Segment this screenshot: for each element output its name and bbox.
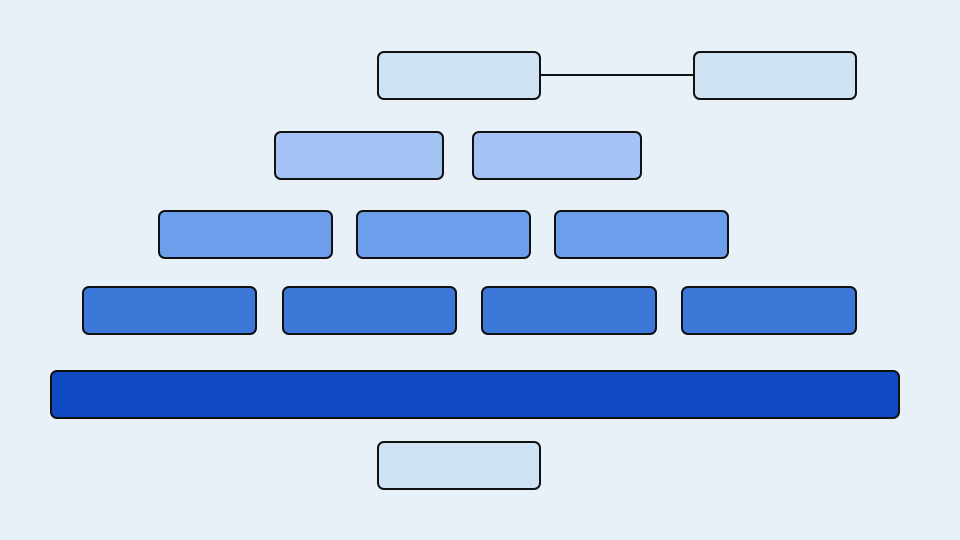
top-block-right (693, 51, 857, 100)
level1-block-2 (472, 131, 642, 180)
base-block (50, 370, 900, 419)
level1-block-1 (274, 131, 444, 180)
level2-block-2 (356, 210, 531, 259)
level3-block-1 (82, 286, 257, 335)
level3-block-4 (681, 286, 857, 335)
level3-block-2 (282, 286, 457, 335)
level3-block-3 (481, 286, 657, 335)
connector-line (540, 74, 694, 76)
top-block-left (377, 51, 541, 100)
bottom-block (377, 441, 541, 490)
level2-block-3 (554, 210, 729, 259)
level2-block-1 (158, 210, 333, 259)
